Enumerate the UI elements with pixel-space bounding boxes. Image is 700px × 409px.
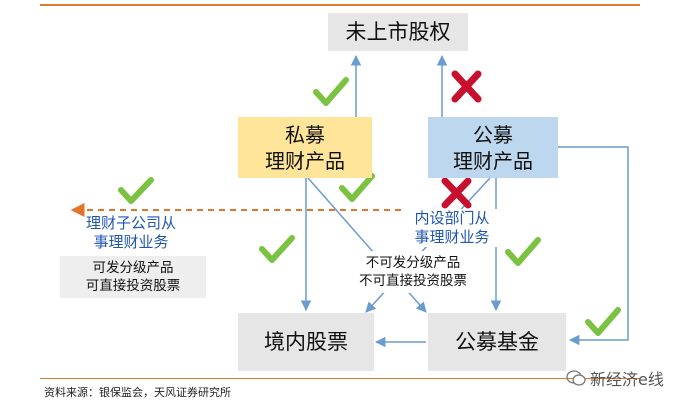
node-domestic-stocks: 境内股票 [238,313,374,371]
arrow-public-right-loop [558,146,629,346]
note-dept-line1: 不可发分级产品 [365,255,461,271]
source-note: 资料来源：银保监会，天风证券研究所 [44,386,231,399]
bottom-divider [40,378,640,379]
node-public-funds: 公募基金 [428,313,566,371]
watermark-text: 新经济e线 [590,370,664,389]
label-dept-line1: 内设部门从 [414,209,490,227]
wechat-icon [566,370,586,386]
node-public-line2: 理财产品 [453,148,533,173]
check-icon [118,177,154,204]
label-subsidiary-line1: 理财子公司从 [85,214,176,232]
node-private-line2: 理财产品 [265,148,345,173]
node-private-wealth-products: 私募 理财产品 [238,117,372,178]
top-divider [40,4,640,6]
check-icon [505,237,541,266]
node-unlisted-equity: 未上市股权 [328,13,468,51]
cross-icon [441,177,472,209]
check-icon [585,307,621,336]
label-subsidiary: 理财子公司从 事理财业务 [72,214,190,252]
label-internal-dept: 内设部门从 事理财业务 [402,209,502,247]
note-dept-line2: 不可直接投资股票 [359,273,467,289]
watermark: 新经济e线 [566,366,664,390]
cross-icon [451,70,482,103]
label-dept-line2: 事理财业务 [414,228,490,246]
note-subsidiary-capabilities: 可发分级产品 可直接投资股票 [60,256,206,298]
node-public-line1: 公募 [473,122,513,147]
note-subsidiary-line2: 可直接投资股票 [85,278,181,294]
check-icon [259,235,295,263]
note-subsidiary-line1: 可发分级产品 [92,260,174,276]
note-dept-restrictions: 不可发分级产品 不可直接投资股票 [338,251,488,293]
check-icon [313,77,349,106]
node-private-line1: 私募 [285,122,325,147]
node-public-wealth-products: 公募 理财产品 [428,117,558,178]
label-subsidiary-line2: 事理财业务 [93,233,169,251]
check-icon [339,173,375,202]
